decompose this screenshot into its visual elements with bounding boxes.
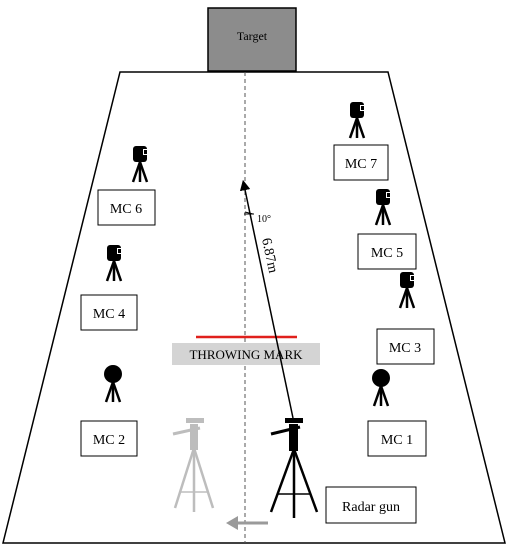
angle-label: 10° — [257, 214, 271, 225]
camera-label-box-mc5 — [357, 233, 417, 270]
camera-label-mc3: MC 3 — [389, 341, 421, 356]
camera-label-box-mc2 — [80, 420, 138, 457]
camera-icon-mc4[interactable] — [105, 243, 124, 283]
camera-icon-mc5[interactable] — [374, 187, 393, 227]
camera-icon-mc1[interactable] — [370, 367, 392, 408]
camera-label-mc2: MC 2 — [93, 433, 125, 448]
move-arrow — [226, 516, 268, 530]
camera-label-mc7: MC 7 — [345, 157, 377, 172]
target-label: Target — [237, 29, 268, 43]
camera-label-box-mc6 — [97, 189, 156, 226]
radar-gun-ghost-tripod — [172, 418, 215, 512]
camera-icon-mc6[interactable] — [131, 144, 150, 184]
camera-label-mc6: MC 6 — [110, 202, 142, 217]
field-outline — [2, 71, 506, 544]
camera-label-box-mc3 — [376, 328, 435, 365]
camera-label-mc4: MC 4 — [93, 307, 125, 322]
camera-label-box-mc1 — [367, 420, 427, 457]
camera-label-mc1: MC 1 — [381, 433, 413, 448]
target-box — [207, 7, 297, 72]
radar-gun-tripod[interactable] — [269, 418, 319, 518]
radar-gun-label-box — [325, 486, 417, 524]
camera-label-box-mc7 — [333, 144, 389, 181]
throwing-mark-label: THROWING MARK — [189, 347, 303, 362]
camera-label-box-mc4 — [80, 294, 138, 331]
camera-icon-mc7[interactable] — [348, 100, 367, 140]
throwing-mark-band — [172, 343, 320, 365]
camera-icon-mc3[interactable] — [398, 270, 417, 310]
throw-direction-arrow[interactable] — [239, 179, 294, 419]
camera-label-mc5: MC 5 — [371, 246, 403, 261]
radar-gun-label: Radar gun — [342, 500, 400, 515]
camera-icon-mc2[interactable] — [102, 363, 124, 404]
distance-label: 6.87m — [258, 237, 280, 275]
